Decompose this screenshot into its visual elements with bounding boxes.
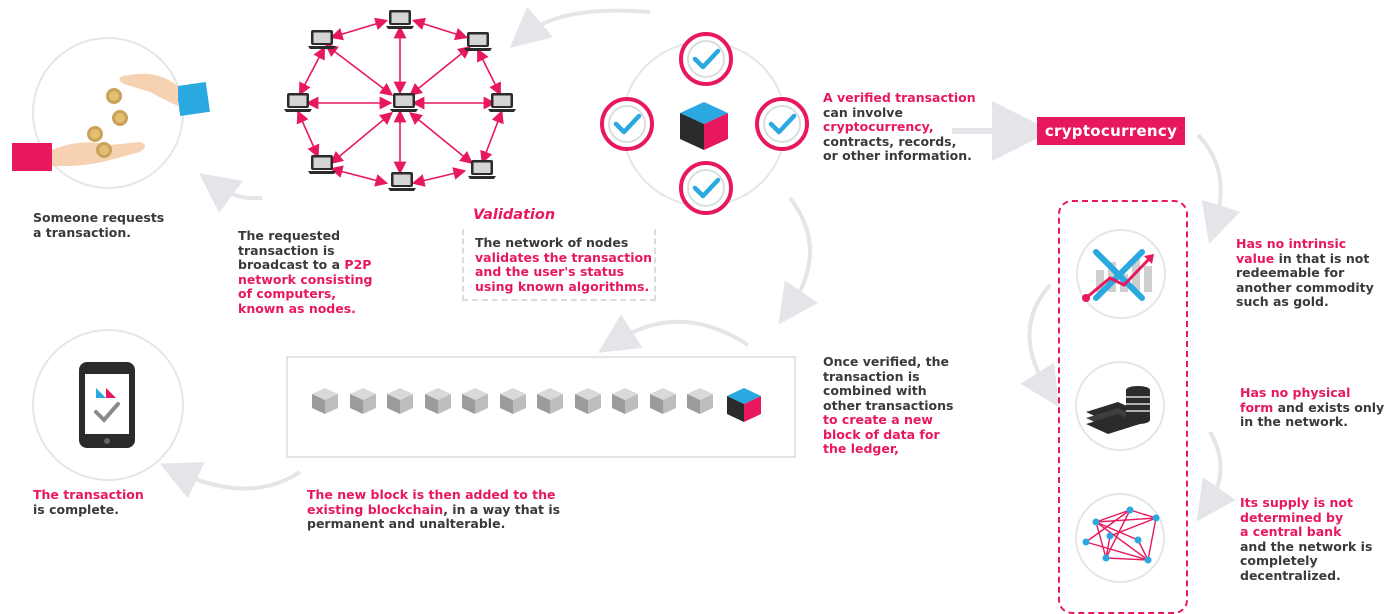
step-request-text: Someone requests a transaction. [33, 210, 165, 240]
phone-check-icon [32, 329, 184, 481]
crypto-properties-panel [1058, 200, 1188, 614]
step-verified-text: A verified transaction can involve crypt… [823, 90, 976, 163]
crypto-fact-supply: Its supply is not determined by a centra… [1240, 495, 1373, 583]
hand-coins-icon [12, 37, 210, 189]
step-added-text: The new block is then added to the exist… [307, 487, 561, 531]
step-combined-text: Once verified, the transaction is combin… [823, 354, 954, 456]
blockchain-icon [312, 388, 761, 422]
coins-stack-icon [1075, 361, 1165, 451]
step-broadcast-text: The requested transaction is broadcast t… [238, 228, 373, 316]
cryptocurrency-badge: cryptocurrency [1037, 117, 1185, 145]
chart-icon [1076, 229, 1166, 319]
validation-cube-icon [602, 34, 807, 213]
node-network-icon [284, 10, 516, 191]
crypto-fact-physical: Has no physical form and exists only in … [1240, 385, 1385, 429]
decentralized-network-icon [1075, 493, 1165, 583]
validation-box [462, 229, 656, 301]
validation-title: Validation [473, 207, 556, 223]
step-complete-text: The transaction is complete. [33, 487, 144, 517]
blockchain-box [286, 356, 796, 458]
step-validation-text: The network of nodes validates the trans… [475, 235, 652, 294]
crypto-fact-intrinsic: Has no intrinsic value in that is not re… [1236, 236, 1374, 309]
